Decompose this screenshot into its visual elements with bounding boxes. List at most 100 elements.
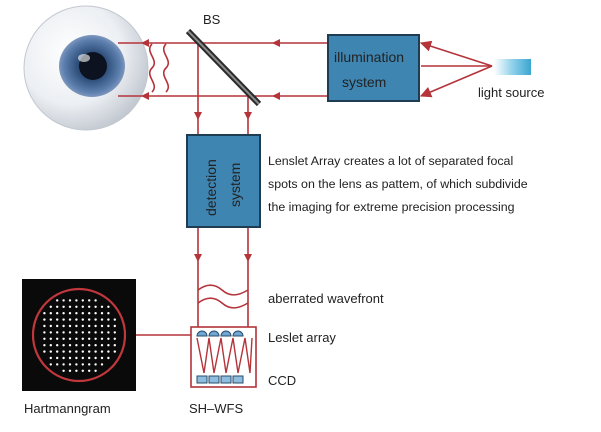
hartmann-spot — [94, 337, 97, 340]
hartmann-spot — [100, 318, 104, 321]
hartmann-spot — [68, 344, 72, 347]
hartmann-spot — [94, 369, 97, 372]
hartmann-spot — [113, 344, 117, 347]
hartmann-spot — [113, 350, 117, 353]
hartmann-spot — [49, 318, 52, 321]
hartmann-spot — [100, 331, 104, 334]
hartmann-spot — [100, 363, 104, 366]
hartmann-spot — [75, 299, 78, 302]
hartmann-spot — [43, 350, 46, 353]
beam-arrows — [141, 39, 280, 262]
hartmann-spot — [56, 356, 59, 360]
arrow-down-left — [194, 112, 202, 120]
hartmann-spot — [49, 337, 52, 340]
hartmann-spot — [68, 369, 72, 372]
eye-icon — [23, 5, 149, 131]
hartmann-spot — [49, 363, 52, 366]
hartmanngram-image — [22, 279, 136, 391]
hartmann-spot — [94, 305, 97, 308]
hartmann-spot — [107, 337, 110, 340]
hartmanngram-label: Hartmanngram — [24, 401, 111, 416]
description-text: Lenslet Array creates a lot of separated… — [268, 150, 586, 219]
hartmann-spot — [75, 305, 78, 308]
hartmann-spot — [107, 312, 110, 315]
hartmann-spot — [62, 312, 65, 315]
lenslet-array-label: Leslet array — [268, 330, 336, 345]
hartmann-spot — [62, 363, 65, 366]
hartmann-spot — [100, 324, 104, 328]
hartmann-spot — [113, 337, 117, 340]
hartmann-spot — [94, 344, 97, 347]
hartmann-spot — [88, 337, 91, 340]
focal-rays — [196, 337, 253, 374]
hartmann-spot — [56, 318, 59, 321]
hartmann-spot — [68, 305, 72, 308]
hartmann-spot — [75, 312, 78, 315]
hartmann-spot — [43, 337, 46, 340]
detection-label-line1: detection — [203, 159, 219, 216]
aberrated-wavefront-label: aberrated wavefront — [268, 291, 384, 306]
hartmann-spot — [88, 369, 91, 372]
description-line-2: spots on the lens as pattem, of which su… — [268, 177, 528, 191]
hartmann-spot — [56, 324, 59, 328]
hartmann-spot — [100, 305, 104, 308]
hartmann-spot — [75, 331, 78, 334]
hartmann-spot — [68, 363, 72, 366]
hartmann-spot — [88, 344, 91, 347]
hartmann-spot — [107, 324, 110, 328]
hartmann-spot — [75, 356, 78, 360]
hartmann-spot — [49, 331, 52, 334]
hartmann-spot — [88, 312, 91, 315]
lenslet-array-shape — [196, 330, 244, 337]
hartmann-spot — [68, 299, 72, 302]
hartmann-spot — [49, 324, 52, 328]
hartmann-spot — [43, 344, 46, 347]
hartmann-spot — [100, 350, 104, 353]
sh-wfs-label: SH–WFS — [189, 401, 244, 416]
hartmann-spot — [56, 337, 59, 340]
illumination-system-box: illumination system — [327, 34, 420, 102]
hartmann-spot — [94, 363, 97, 366]
hartmann-spot — [62, 356, 65, 360]
hartmann-spot — [68, 331, 72, 334]
detection-label-line2: system — [227, 163, 243, 207]
beam-source-to-illumination-top — [419, 40, 493, 67]
light-source-label: light source — [478, 85, 544, 100]
aberrated-wavefront-shape — [197, 284, 249, 309]
hartmann-spot — [81, 350, 85, 353]
wavefront-eye — [148, 43, 170, 93]
hartmann-spot — [43, 312, 46, 315]
hartmann-spot — [81, 331, 85, 334]
arrow-down-left-lower — [194, 254, 202, 262]
hartmann-spot — [88, 363, 91, 366]
hartmann-spot — [56, 350, 59, 353]
hartmann-spot — [56, 363, 59, 366]
hartmann-spot — [88, 356, 91, 360]
light-source-icon — [494, 59, 531, 75]
hartmann-spot — [68, 356, 72, 360]
hartmann-spot — [88, 350, 91, 353]
hartmann-spot — [107, 350, 110, 353]
hartmann-spot — [62, 337, 65, 340]
hartmann-spot — [75, 344, 78, 347]
hartmann-spot — [107, 356, 110, 360]
arrow-bs-top — [272, 39, 280, 47]
hartmann-spot — [113, 331, 117, 334]
hartmann-spot — [113, 324, 117, 328]
hartmann-spot — [81, 324, 85, 328]
hartmann-spot — [49, 312, 52, 315]
hartmann-spot — [107, 331, 110, 334]
hartmann-spot — [49, 305, 52, 308]
beam-splitter — [185, 28, 262, 107]
description-line-1: Lenslet Array creates a lot of separated… — [268, 154, 514, 168]
illumination-label-line2: system — [342, 74, 386, 90]
arrow-bs-bottom — [272, 92, 280, 100]
hartmann-spot — [43, 318, 46, 321]
hartmann-spot — [88, 324, 91, 328]
description-line-3: the imaging for extreme precision proces… — [268, 200, 515, 214]
hartmann-spot — [94, 312, 97, 315]
hartmann-spot — [68, 318, 72, 321]
hartmann-spot — [94, 318, 97, 321]
hartmann-spot — [107, 344, 110, 347]
